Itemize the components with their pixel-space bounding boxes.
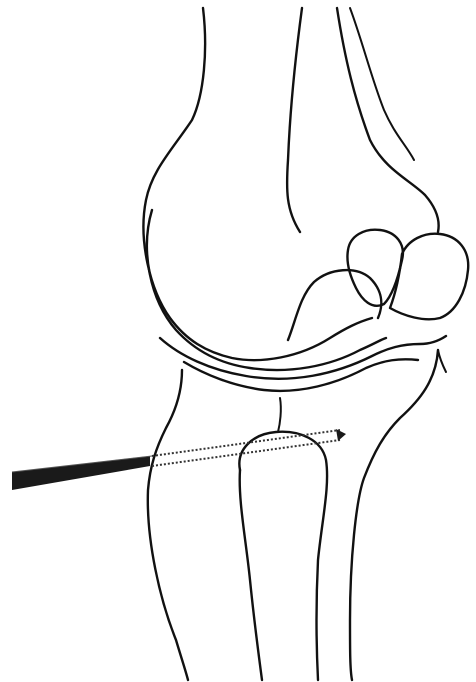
fibula-head-outline [239, 432, 327, 680]
wire-tip [336, 429, 346, 441]
guide-wire-icon [12, 429, 346, 490]
femur-cartilage-outer [147, 210, 386, 370]
femur-posterior-cortex [287, 8, 302, 232]
wire-solid-segment [12, 456, 150, 490]
fibula-shaft-left [240, 470, 262, 680]
fibula [239, 432, 327, 680]
tibia-posterior-edge [350, 350, 438, 680]
tibia-eminence [278, 398, 281, 432]
tibia [148, 350, 446, 680]
femur-inner-condyle-line [350, 8, 414, 160]
meniscus-band-lower [184, 359, 418, 391]
femur-condyle-notch [288, 270, 381, 340]
femur [143, 8, 438, 370]
tibia-plateau [148, 370, 188, 680]
femur-anterior-edge [143, 8, 372, 360]
joint-line [160, 336, 446, 391]
tibia-eminence-right [438, 350, 446, 372]
